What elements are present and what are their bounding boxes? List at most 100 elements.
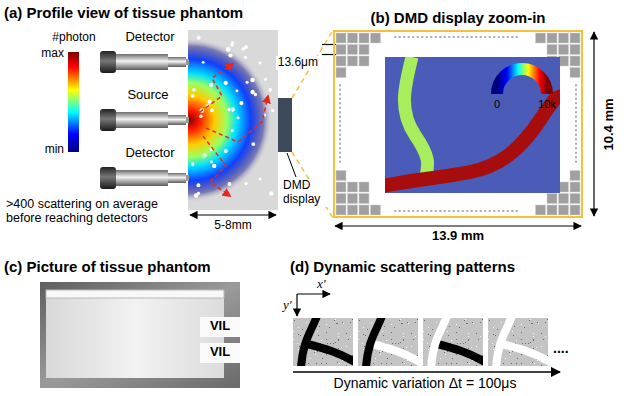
axis-arrow [293, 294, 560, 372]
dmd-display [278, 98, 292, 152]
dmd-pixel [559, 205, 569, 215]
probe [100, 109, 189, 131]
probe [186, 59, 189, 65]
tissue-phantom [108, 30, 278, 210]
dmd-pixel [359, 33, 369, 43]
dmd-pixel [371, 205, 381, 215]
scatterer-dot [210, 160, 213, 163]
dmd-pixel [559, 45, 569, 55]
scatterer-dot [246, 81, 249, 84]
probe [100, 51, 116, 73]
probe [168, 57, 186, 67]
dmd-pixel [359, 56, 369, 66]
dmd-pixel [547, 45, 557, 55]
scatterer-dot [269, 88, 273, 92]
axis-arrow [297, 293, 330, 294]
photo-text: VIL [210, 319, 230, 334]
probe [186, 117, 189, 123]
dmd-pixel [348, 205, 358, 215]
probe [116, 54, 168, 70]
dmd-pixel [348, 45, 358, 55]
dmd-pixel [570, 182, 580, 192]
scatterer-dot [231, 107, 235, 111]
dmd-pixel [336, 45, 346, 55]
dimension: 13.6μm [276, 56, 320, 70]
photon-path [206, 96, 268, 142]
dmd-pixel [570, 205, 580, 215]
panel-title: (b) DMD display zoom-in [371, 9, 546, 26]
scatterer-dot [226, 47, 231, 52]
scatterer-dot [230, 43, 233, 46]
scatterer-dot [259, 62, 262, 65]
pixel-ellipsis [395, 210, 520, 212]
pixel-ellipsis [340, 37, 576, 211]
ellipsis: .... [553, 340, 569, 356]
dimension: 13.9 mm [432, 229, 484, 244]
part-label: DMD display [281, 179, 335, 207]
dimension-line [190, 32, 594, 226]
scatterer-dot [227, 108, 230, 111]
dmd-pixel [336, 205, 346, 215]
dmd-pixel [570, 68, 580, 78]
scatterer-dot [212, 164, 216, 168]
zoom-box: (b) DMD display zoom-in [333, 30, 583, 218]
scatterer-dot [192, 88, 195, 91]
axis-label: x' [317, 277, 326, 292]
dmd-pixel [371, 33, 381, 43]
panel-title: (d) Dynamic scattering patterns [290, 258, 515, 275]
scatterer-dot [224, 149, 228, 153]
scatterer-dot [228, 53, 232, 57]
probe [168, 173, 186, 183]
dmd-pixel [348, 182, 358, 192]
probe [168, 115, 186, 125]
dimension-line [593, 32, 594, 216]
scattering-frame [496, 318, 512, 366]
scattering-frame [502, 344, 548, 362]
dmd-pattern [336, 33, 580, 215]
probe [116, 170, 168, 186]
pixel-ellipsis [575, 85, 577, 165]
axis-arrow [296, 294, 297, 316]
scatterer-dot [239, 101, 243, 105]
time-label: Dynamic variation Δt = 100μs [334, 376, 517, 391]
scatterer-dot [202, 61, 205, 64]
scatterer-dot [264, 78, 267, 81]
dmd-pixel [570, 33, 580, 43]
scattering-frame [431, 318, 447, 366]
dimension: 10.4 mm [602, 98, 617, 150]
scatterer-dot [209, 83, 213, 87]
scatterer-dot [250, 90, 254, 94]
dimension-line [335, 225, 581, 226]
axis-label: y' [283, 298, 292, 313]
dimension-line [190, 214, 276, 215]
dmd-pattern [385, 95, 560, 186]
dmd-pixel [359, 194, 369, 204]
colorbar-tick: 10k [538, 98, 556, 111]
scattering-frame [423, 318, 483, 366]
scatterer-dot [271, 109, 274, 112]
scatterer-dot [191, 162, 195, 166]
scatterer-dot [244, 182, 247, 185]
colorbar-tick: 0 [494, 98, 500, 111]
dimension: 5-8mm [214, 219, 251, 233]
dmd-pattern [497, 69, 547, 94]
scattering-frame [307, 344, 353, 362]
dmd-pixel [336, 56, 346, 66]
note: >400 scattering on average before reachi… [6, 197, 184, 226]
scatterer-dot [231, 129, 234, 132]
scatterer-dot [251, 142, 255, 146]
scatterer-dot [191, 36, 275, 198]
scattering-frame [293, 316, 550, 368]
dmd-pixel [559, 194, 569, 204]
scatterer-dot [269, 191, 273, 195]
dmd-pixel [536, 33, 546, 43]
dmd-pixel [336, 68, 346, 78]
photon-path [200, 64, 233, 112]
scattering-frame [301, 318, 317, 366]
phantom-photo [200, 317, 240, 337]
dmd-pixel [336, 33, 346, 43]
panel-title: (c) Picture of tissue phantom [4, 258, 211, 275]
phantom-photo [40, 282, 240, 388]
probe-label: Source [127, 88, 168, 103]
pixel-ellipsis [395, 36, 520, 38]
